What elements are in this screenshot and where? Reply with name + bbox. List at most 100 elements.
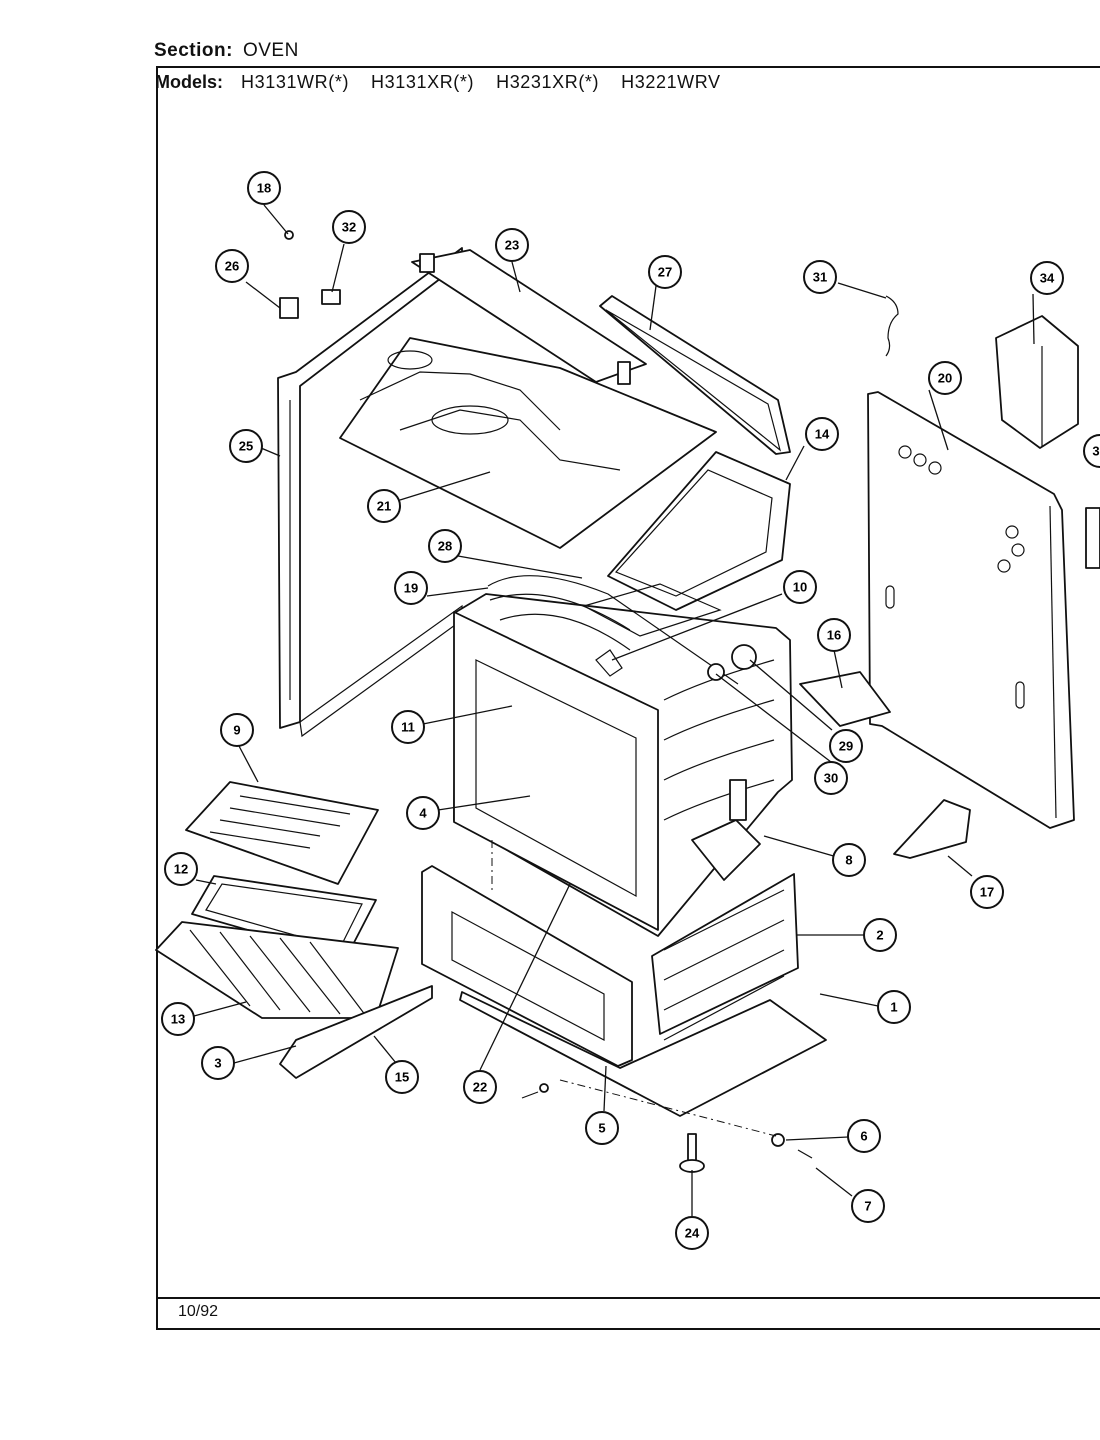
callout-24: 24 xyxy=(675,1216,709,1250)
svg-text:17: 17 xyxy=(980,885,994,900)
callout-14: 14 xyxy=(805,417,839,451)
callout-34: 34 xyxy=(1030,261,1064,295)
nut-part xyxy=(539,1083,549,1093)
broil-element-part xyxy=(487,575,739,685)
diagram-frame xyxy=(156,66,1100,1330)
svg-text:3: 3 xyxy=(214,1056,221,1071)
oven-rack-part xyxy=(155,921,399,1019)
svg-text:34: 34 xyxy=(1040,271,1055,286)
svg-text:13: 13 xyxy=(171,1012,185,1027)
callout-3: 3 xyxy=(201,1046,235,1080)
svg-text:5: 5 xyxy=(598,1121,605,1136)
svg-text:4: 4 xyxy=(419,806,427,821)
model-number: H3131XR(*) xyxy=(371,72,475,92)
anti-tip-bracket-part xyxy=(893,799,971,859)
svg-text:15: 15 xyxy=(395,1070,409,1085)
svg-text:7: 7 xyxy=(864,1199,871,1214)
footer-divider xyxy=(156,1297,1100,1299)
drawer-front-part xyxy=(421,865,633,1067)
svg-text:21: 21 xyxy=(377,499,391,514)
clip-part xyxy=(321,289,341,305)
svg-text:25: 25 xyxy=(239,439,253,454)
callout-13: 13 xyxy=(161,1002,195,1036)
terminal-block-part xyxy=(1085,507,1100,569)
callout-29: 29 xyxy=(829,729,863,763)
callout-17: 17 xyxy=(970,875,1004,909)
callout-1: 1 xyxy=(877,990,911,1024)
side-support-part xyxy=(651,873,799,1041)
callout-3-edge: 3 xyxy=(1083,434,1100,468)
callout-26: 26 xyxy=(215,249,249,283)
callout-6: 6 xyxy=(847,1119,881,1153)
callout-31: 31 xyxy=(803,260,837,294)
svg-text:30: 30 xyxy=(824,771,838,786)
broiler-grid-part xyxy=(185,781,379,885)
top-frame-part xyxy=(411,249,647,385)
svg-text:28: 28 xyxy=(438,539,452,554)
model-number: H3221WRV xyxy=(621,72,721,92)
svg-text:32: 32 xyxy=(342,220,356,235)
rack-slide-part xyxy=(279,985,433,1079)
callout-21: 21 xyxy=(367,489,401,523)
svg-text:10: 10 xyxy=(793,580,807,595)
base-pan-part xyxy=(459,991,827,1117)
thermostat-part xyxy=(595,644,757,681)
bake-element-part xyxy=(582,583,722,637)
svg-text:14: 14 xyxy=(815,427,830,442)
washer-part xyxy=(771,1133,785,1147)
svg-text:3: 3 xyxy=(1092,444,1099,459)
section-value: OVEN xyxy=(242,40,299,61)
model-number: H3131WR(*) xyxy=(241,72,350,92)
broil-pan-tray-part xyxy=(607,451,791,611)
svg-text:6: 6 xyxy=(860,1129,867,1144)
svg-text:24: 24 xyxy=(685,1226,700,1241)
oven-top-part xyxy=(339,337,717,549)
callout-5: 5 xyxy=(585,1111,619,1145)
callout-7: 7 xyxy=(851,1189,885,1223)
leader-lines xyxy=(193,204,1035,1216)
callout-28: 28 xyxy=(428,529,462,563)
callout-23: 23 xyxy=(495,228,529,262)
svg-text:26: 26 xyxy=(225,259,239,274)
revision-date: 10/92 xyxy=(178,1303,219,1320)
section-heading: Section: OVEN xyxy=(154,40,299,62)
svg-text:29: 29 xyxy=(839,739,853,754)
callout-30: 30 xyxy=(814,761,848,795)
door-hinge-part xyxy=(691,779,761,881)
callout-20: 20 xyxy=(928,361,962,395)
callout-9: 9 xyxy=(220,713,254,747)
power-cord-part xyxy=(885,295,899,357)
callout-32: 32 xyxy=(332,210,366,244)
callout-8: 8 xyxy=(832,843,866,877)
callout-12: 12 xyxy=(164,852,198,886)
svg-text:27: 27 xyxy=(658,265,672,280)
models-label: Models: xyxy=(155,72,224,92)
callout-10: 10 xyxy=(783,570,817,604)
models-heading: Models: H3131WR(*) H3131XR(*) H3231XR(*) H32… xyxy=(155,72,743,93)
svg-text:9: 9 xyxy=(233,723,240,738)
screw-part xyxy=(797,1149,813,1159)
model-number: H3231XR(*) xyxy=(496,72,600,92)
callout-15: 15 xyxy=(385,1060,419,1094)
callout-27: 27 xyxy=(648,255,682,289)
section-label: Section: xyxy=(154,40,233,61)
svg-text:16: 16 xyxy=(827,628,841,643)
svg-text:1: 1 xyxy=(890,1000,897,1015)
callout-16: 16 xyxy=(817,618,851,652)
junction-box-part xyxy=(995,315,1079,449)
svg-text:22: 22 xyxy=(473,1080,487,1095)
callout-11: 11 xyxy=(391,710,425,744)
svg-text:20: 20 xyxy=(938,371,952,386)
svg-text:19: 19 xyxy=(404,581,418,596)
callout-2: 2 xyxy=(863,918,897,952)
callout-25: 25 xyxy=(229,429,263,463)
callout-19: 19 xyxy=(394,571,428,605)
svg-text:2: 2 xyxy=(876,928,883,943)
svg-text:23: 23 xyxy=(505,238,519,253)
callout-4: 4 xyxy=(406,796,440,830)
svg-text:31: 31 xyxy=(813,270,827,285)
svg-text:18: 18 xyxy=(257,181,271,196)
callout-22: 22 xyxy=(463,1070,497,1104)
